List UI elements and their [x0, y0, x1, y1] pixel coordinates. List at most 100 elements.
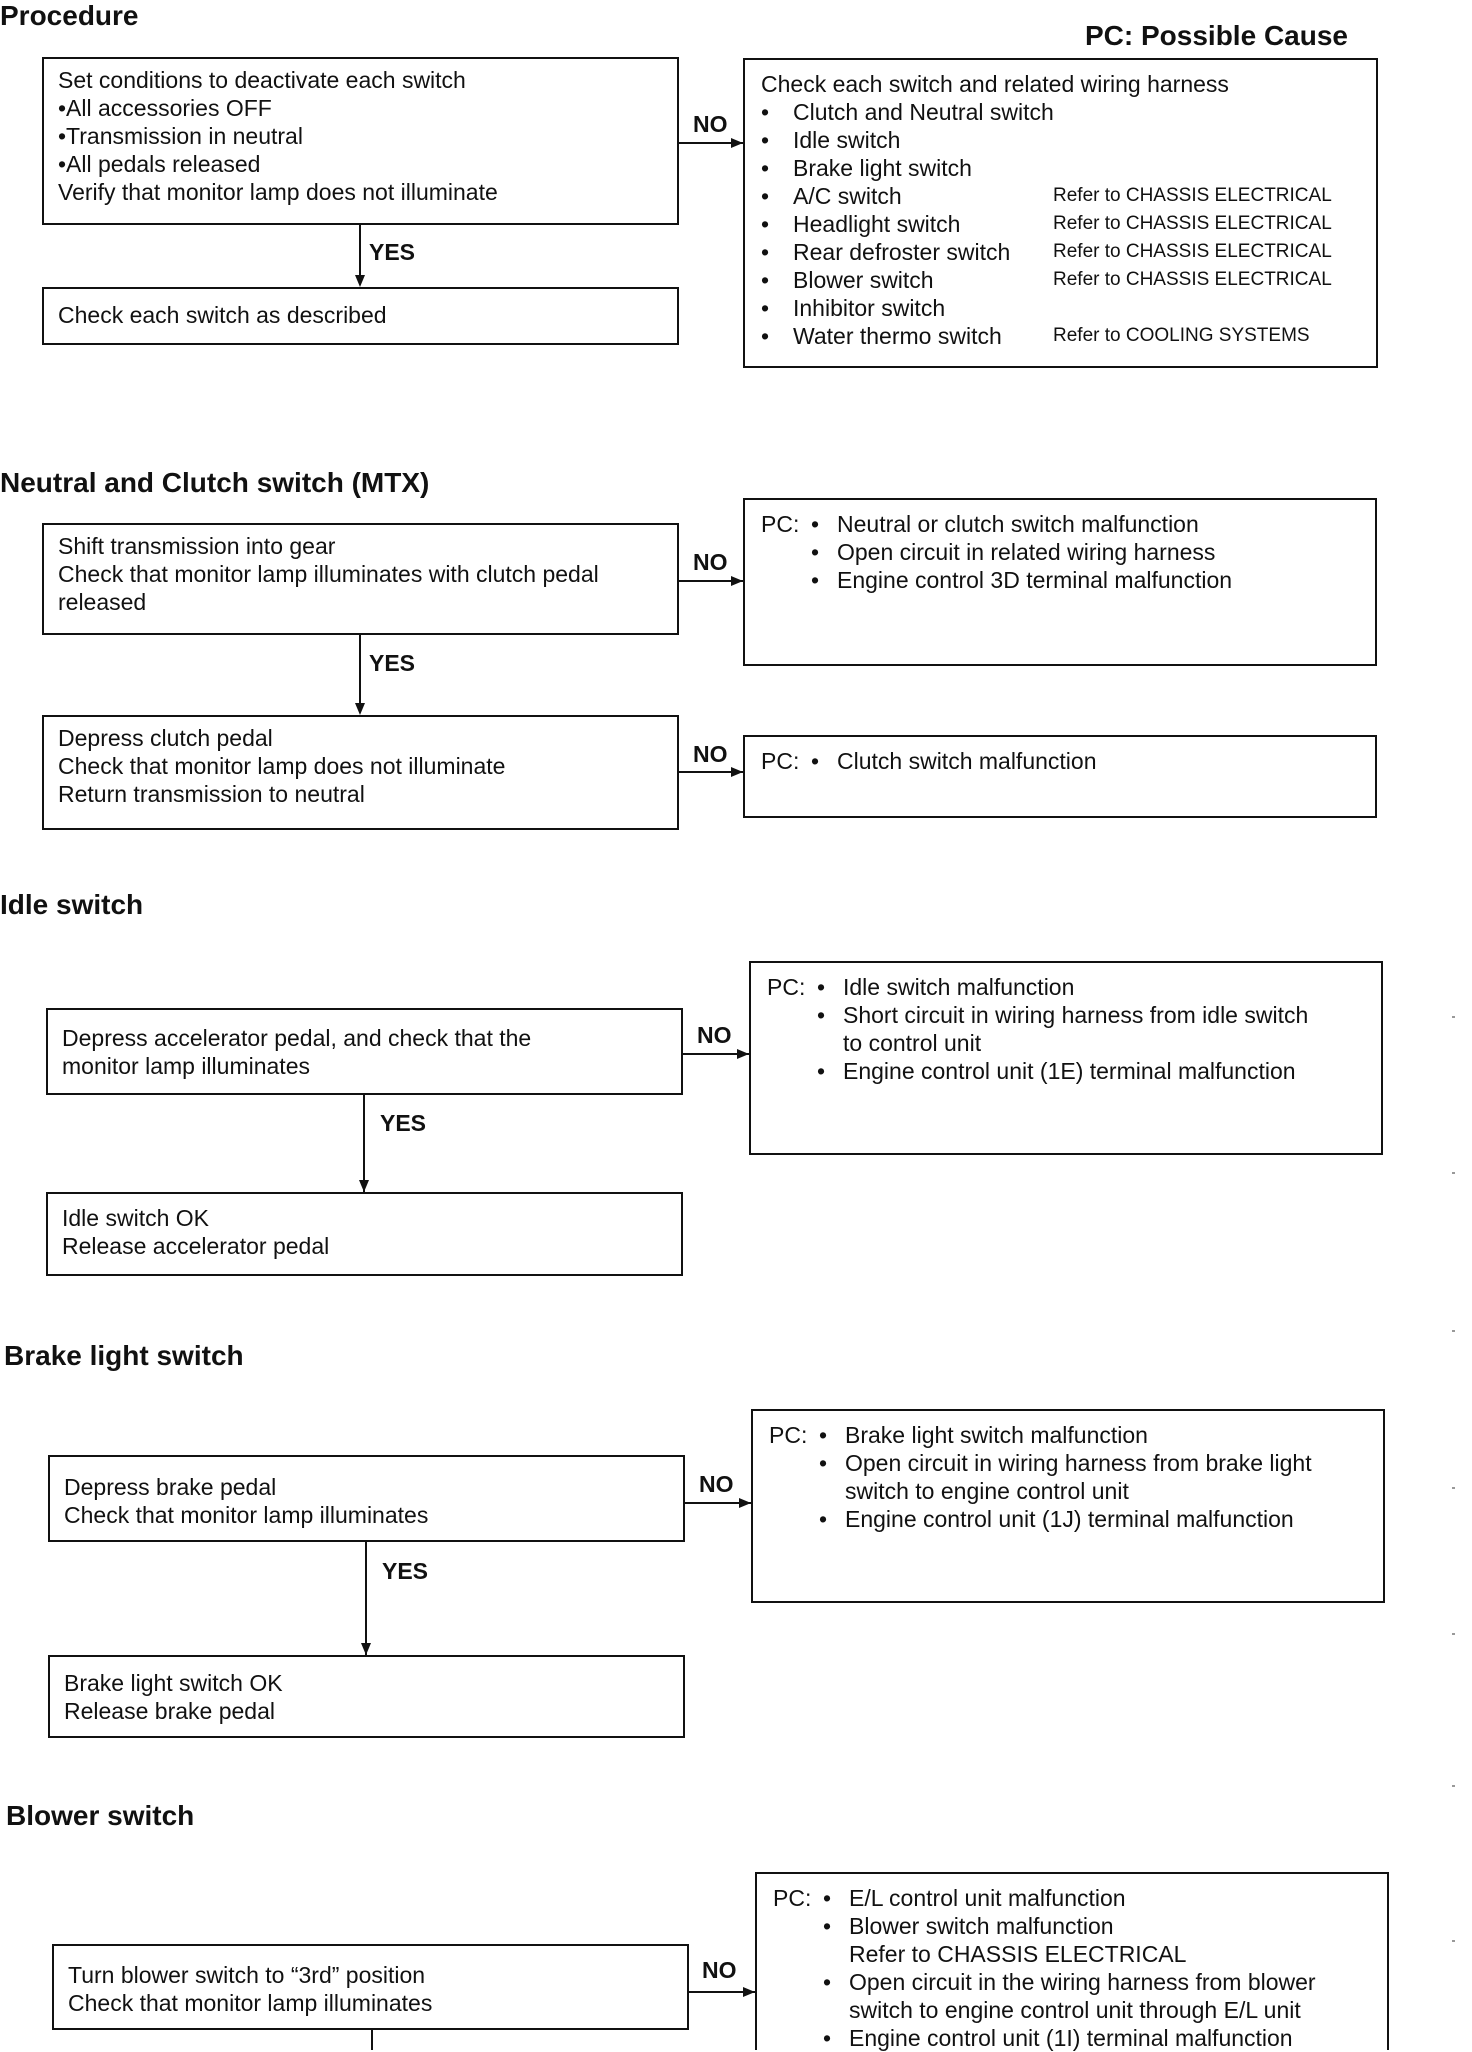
pc-item-line: •E/L control unit malfunction: [823, 1884, 1316, 1912]
pc-item-line: •Open circuit in wiring harness from bra…: [819, 1449, 1312, 1477]
pc-item-line: •Engine control unit (1I) terminal malfu…: [823, 2024, 1316, 2052]
bullet-glyph: •: [811, 539, 820, 565]
scan-speck: [1452, 1172, 1455, 1174]
pc-item-line: •Engine control 3D terminal malfunction: [811, 566, 1232, 594]
bullet-glyph: •: [761, 127, 770, 153]
neutral-no1-connector: [679, 580, 743, 582]
pc-item-text: Engine control unit (1J) terminal malfun…: [845, 1506, 1294, 1532]
scan-speck: [1452, 1330, 1455, 1332]
procedure-step1-box: Set conditions to deactivate each switch…: [42, 57, 679, 225]
step-text-line: Return transmission to neutral: [58, 781, 365, 807]
pc-item-continuation: Refer to CHASSIS ELECTRICAL: [849, 1941, 1187, 1967]
neutral-yes-arrowhead: [355, 703, 365, 715]
switch-reference: Refer to CHASSIS ELECTRICAL: [1053, 269, 1332, 290]
step-text-line: •All accessories OFF: [58, 95, 272, 121]
bullet-glyph: •: [761, 211, 770, 237]
blower-no-arrowhead: [743, 1987, 755, 1997]
pc-item-line: • Open circuit in related wiring harness: [811, 538, 1232, 566]
step-text-line: Brake light switch OK: [64, 1670, 283, 1696]
blower-no-label: NO: [702, 1957, 737, 1983]
step-text-line: Turn blower switch to “3rd” position: [68, 1962, 426, 1988]
brake-yes-connector: [365, 1542, 367, 1655]
pc-item-text: Blower switch malfunction: [849, 1913, 1114, 1939]
heading-blower: Blower switch: [6, 1800, 195, 1831]
heading-possible-cause: PC: Possible Cause: [1085, 20, 1348, 51]
pc-item: • Engine control unit (1J) terminal malfu…: [819, 1505, 1312, 1533]
step-text-line: Depress brake pedal: [64, 1474, 277, 1500]
switch-name: A/C switch: [793, 183, 902, 209]
step-text-line: Depress accelerator pedal, and check tha…: [62, 1025, 532, 1051]
switch-name: Headlight switch: [793, 211, 961, 237]
check-list-item: •Brake light switch: [761, 154, 1360, 182]
pc-item: •Open circuit in wiring harness from bra…: [819, 1449, 1312, 1505]
bullet-glyph: •: [819, 1506, 828, 1532]
pc-item-continuation: to control unit: [843, 1030, 982, 1056]
idle-pc-box: PC: •Idle switch malfunction•Short circui…: [749, 961, 1383, 1155]
procedure-yes-connector: [359, 225, 361, 275]
pc-item-list: • Clutch switch malfunction: [811, 747, 1097, 775]
bullet-glyph: •: [761, 323, 770, 349]
step-text-line: Check each switch as described: [58, 302, 387, 328]
bullet-glyph: •: [811, 511, 820, 537]
pc-item: •Open circuit in the wiring harness from…: [823, 1968, 1316, 2024]
bullet-glyph: •: [761, 99, 770, 125]
bullet-glyph: •: [761, 155, 770, 181]
pc-prefix-label: PC:: [767, 974, 806, 1000]
step-text-line: Shift transmission into gear: [58, 533, 336, 559]
blower-yes-connector: [371, 2030, 373, 2050]
pc-item-list: •Idle switch malfunction•Short circuit i…: [817, 973, 1308, 1085]
check-switches-list: •Clutch and Neutral switch•Idle switch•B…: [761, 98, 1360, 350]
pc-item: • Open circuit in related wiring harness: [811, 538, 1232, 566]
scan-speck: [1452, 1016, 1455, 1018]
blower-no-connector: [689, 1991, 755, 1993]
step-text-line: •Transmission in neutral: [58, 123, 303, 149]
pc-item-line: •Short circuit in wiring harness from id…: [817, 1001, 1308, 1029]
step-text-line: Check that monitor lamp illuminates: [68, 1990, 433, 2016]
pc-item-text: Open circuit in related wiring harness: [837, 539, 1216, 565]
brake-yes-label: YES: [382, 1558, 429, 1584]
bullet-glyph: •: [819, 1450, 828, 1476]
check-list-item: • Rear defroster switch Refer to CHASSIS E…: [761, 238, 1360, 266]
pc-item-continuation: switch to engine control unit through E/…: [849, 1997, 1301, 2023]
switch-name: Rear defroster switch: [793, 239, 1011, 265]
switch-name: Blower switch: [793, 267, 934, 293]
procedure-no-arrowhead: [731, 138, 743, 148]
neutral-yes-label: YES: [369, 650, 416, 676]
pc-prefix-label: PC:: [761, 511, 800, 537]
procedure-step2-box: Check each switch as described: [42, 287, 679, 345]
idle-yes-label: YES: [380, 1110, 427, 1136]
switch-reference: Refer to COOLING SYSTEMS: [1053, 325, 1310, 346]
scan-speck: [1452, 1487, 1455, 1489]
heading-neutral-clutch: Neutral and Clutch switch (MTX): [0, 467, 430, 498]
check-list-item: • Clutch and Neutral switch: [761, 98, 1360, 126]
pc-item-line: •Idle switch malfunction: [817, 973, 1308, 1001]
step-text-line: Release brake pedal: [64, 1698, 275, 1724]
bullet-glyph: •: [761, 239, 770, 265]
pc-item-text: Engine control unit (1E) terminal malfun…: [843, 1058, 1296, 1084]
bullet-glyph: •: [811, 748, 820, 774]
pc-item: •Engine control unit (1E) terminal malfu…: [817, 1057, 1308, 1085]
heading-brake: Brake light switch: [4, 1340, 244, 1371]
switch-name: Inhibitor switch: [793, 295, 946, 321]
bullet-glyph: •: [823, 1913, 832, 1939]
brake-pc-box: PC:•Brake light switch malfunction•Open …: [751, 1409, 1385, 1603]
bullet-glyph: •: [761, 295, 770, 321]
pc-item-list: •Brake light switch malfunction•Open cir…: [819, 1421, 1312, 1533]
pc-item-line: •Engine control unit (1E) terminal malfu…: [817, 1057, 1308, 1085]
pc-prefix-label: PC:: [773, 1885, 812, 1911]
switch-name: Clutch and Neutral switch: [793, 99, 1054, 125]
pc-item-text: Clutch switch malfunction: [837, 748, 1097, 774]
bullet-glyph: •: [823, 2025, 832, 2051]
switch-reference: Refer to CHASSIS ELECTRICAL: [1053, 241, 1332, 262]
scan-speck: [1452, 1785, 1455, 1787]
pc-prefix-label: PC:: [761, 748, 800, 774]
idle-no-label: NO: [697, 1022, 732, 1048]
brake-yes-arrowhead: [361, 1643, 371, 1655]
pc-item-line: • Clutch switch malfunction: [811, 747, 1097, 775]
bullet-glyph: •: [811, 567, 820, 593]
pc-content: PC: •Idle switch malfunction•Short circui…: [767, 973, 1365, 1085]
